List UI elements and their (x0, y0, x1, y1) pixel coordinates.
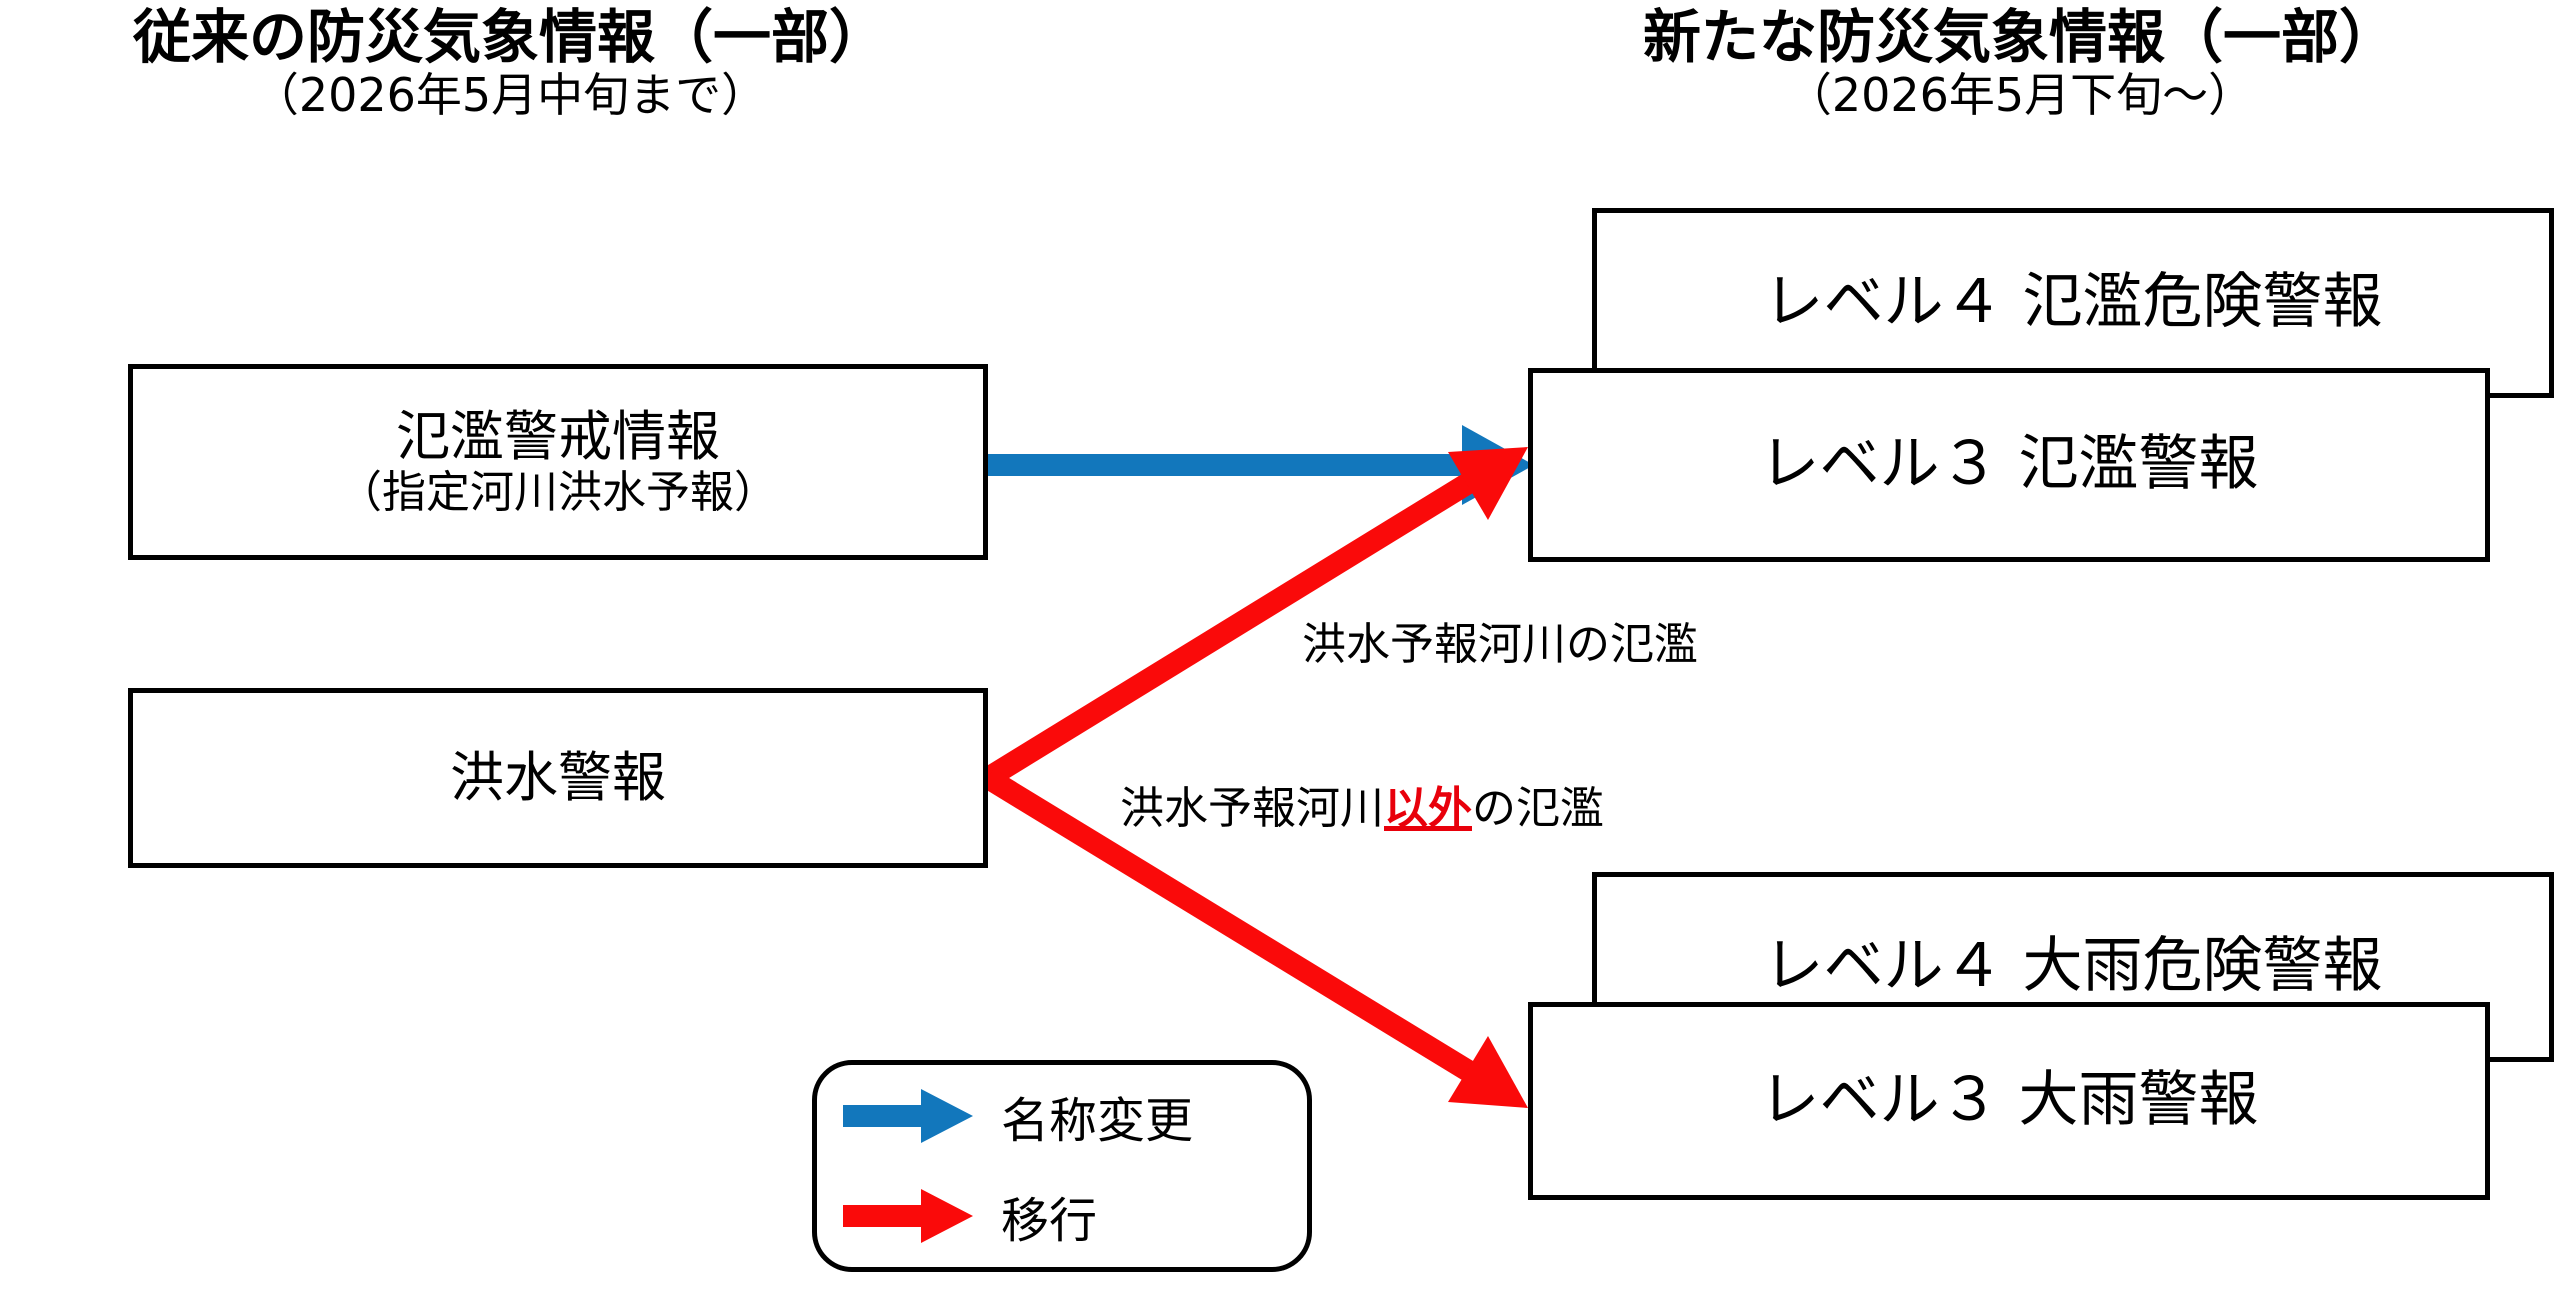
annotation-2-highlight: 以外 (1384, 783, 1472, 834)
blue-arrow-icon (843, 1089, 973, 1143)
annotation-forecast-river-flood: 洪水予報河川の氾濫 (1302, 608, 1698, 672)
old-box-2-line1: 洪水警報 (450, 745, 666, 809)
new-box-4-label: レベル３ 大雨警報 (1759, 1065, 2259, 1136)
legend-label-transition: 移行 (1001, 1193, 1098, 1249)
old-box-flood-warning: 洪水警報 (128, 688, 988, 868)
legend-box: 名称変更 移行 (812, 1060, 1312, 1272)
old-box-1-line1: 氾濫警戒情報 (396, 405, 720, 469)
annotation-2-prefix: 洪水予報河川 (1120, 783, 1384, 834)
new-box-3-label: レベル４ 大雨危険警報 (1763, 931, 2383, 1002)
red-arrow-icon (843, 1189, 973, 1243)
new-box-level3-heavy-rain-warning: レベル３ 大雨警報 (1528, 1002, 2490, 1200)
annotation-1-text: 洪水予報河川の氾濫 (1302, 619, 1698, 670)
legend-item-rename: 名称変更 (843, 1081, 1281, 1151)
rename-arrow-blue (988, 425, 1534, 505)
legend-item-transition: 移行 (843, 1181, 1281, 1251)
new-box-1-label: レベル４ 氾濫危険警報 (1763, 267, 2383, 338)
new-column-title: 新たな防災気象情報（一部） (1642, 3, 2397, 71)
annotation-non-forecast-river-flood: 洪水予報河川以外の氾濫 (1120, 772, 1604, 836)
old-box-1-line2: （指定河川洪水予報） (338, 466, 778, 518)
new-column-subtitle: （2026年5月下旬～） (1785, 68, 2255, 122)
old-column-subtitle: （2026年5月中旬まで） (252, 68, 768, 122)
new-box-2-label: レベル３ 氾濫警報 (1759, 429, 2259, 500)
old-box-flood-warning-info: 氾濫警戒情報 （指定河川洪水予報） (128, 364, 988, 560)
annotation-2-suffix: の氾濫 (1472, 783, 1604, 834)
old-column-title: 従来の防災気象情報（一部） (132, 3, 887, 71)
new-box-level3-flood-warning: レベル３ 氾濫警報 (1528, 368, 2490, 562)
legend-label-rename: 名称変更 (1001, 1093, 1194, 1149)
